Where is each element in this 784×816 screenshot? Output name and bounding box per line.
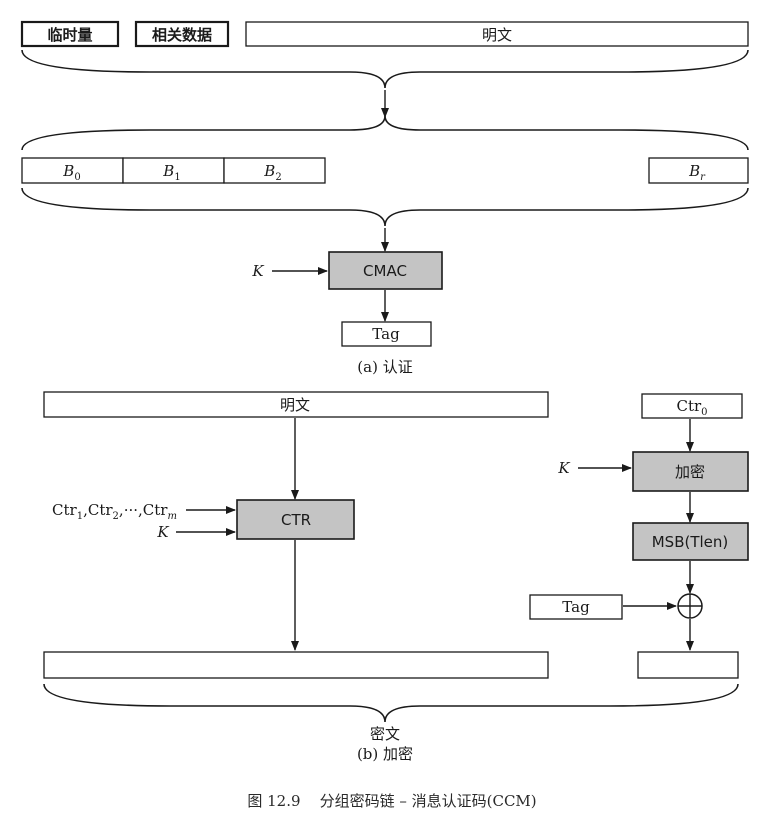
ciphertext-box (43, 651, 549, 679)
cmac-box (328, 251, 443, 290)
plaintext-box-a (245, 21, 749, 47)
caption-a: (a) 认证 (357, 358, 412, 376)
block-br (648, 157, 749, 184)
key-label-c: K (557, 459, 570, 477)
block-b2-label: B2 (263, 162, 281, 183)
ctr-label: CTR (281, 511, 311, 529)
input-brace (21, 49, 749, 89)
tag-label-b: Tag (562, 598, 590, 616)
caption-b: (b) 加密 (357, 745, 413, 763)
counters-label: Ctr1,Ctr2,···,Ctrm (52, 501, 177, 522)
nonce-box (20, 20, 120, 48)
block-br-label: Br (688, 162, 706, 183)
assoc-data-label: 相关数据 (152, 26, 212, 44)
ctr-box (236, 499, 355, 540)
msb-box (632, 522, 749, 561)
authentication-section: 临时量 相关数据 明文 B0 B1 B2 Br CMAC K Tag (a) 认… (20, 20, 749, 376)
assoc-data-box (134, 20, 230, 48)
nonce-label: 临时量 (47, 26, 92, 44)
msb-label: MSB(Tlen) (652, 533, 729, 551)
ciphertext-brace (43, 683, 739, 723)
encryption-section: 明文 CTR Ctr1,Ctr2,···,Ctrm K Ctr0 加密 K MS… (43, 391, 749, 763)
encrypted-tag-box (637, 651, 739, 679)
block-b1-label: B1 (162, 162, 180, 183)
xor-icon (677, 593, 703, 619)
tag-box-b (529, 594, 623, 620)
cmac-label: CMAC (363, 262, 407, 280)
tag-label-a: Tag (372, 325, 400, 343)
plaintext-label-a: 明文 (482, 26, 512, 44)
tag-box-a (341, 321, 432, 347)
plaintext-label-b: 明文 (280, 396, 310, 414)
block-b0-label: B0 (62, 162, 80, 183)
ctr0-box (641, 393, 743, 419)
blocks-brace (21, 187, 749, 227)
encrypt-box (632, 451, 749, 492)
ctr0-label: Ctr0 (676, 397, 707, 418)
plaintext-box-b (43, 391, 549, 418)
encrypt-label: 加密 (675, 463, 705, 481)
key-label-a: K (251, 262, 264, 280)
format-brace (21, 115, 749, 151)
ciphertext-label: 密文 (370, 725, 400, 743)
figure-caption: 图 12.9 分组密码链 – 消息认证码(CCM) (247, 792, 536, 810)
key-label-b: K (156, 523, 169, 541)
block-b2 (223, 157, 326, 184)
